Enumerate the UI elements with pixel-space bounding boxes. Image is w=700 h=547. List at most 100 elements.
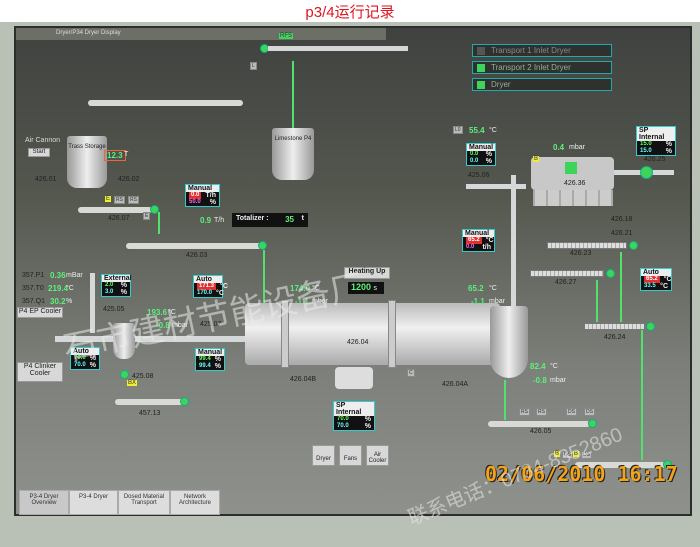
- b-tag: B: [533, 156, 540, 162]
- motor-icon[interactable]: [180, 397, 189, 406]
- c-tag: C: [407, 369, 415, 377]
- totalizer-label: Totalizer :: [236, 215, 269, 222]
- window-title-bar: Dryer/P34 Dryer Display: [16, 28, 386, 40]
- unit: °C: [663, 276, 672, 283]
- ds-tag: DS: [562, 451, 573, 459]
- ds-tag: DS: [566, 408, 577, 416]
- drum-tyre: [388, 300, 396, 368]
- unit: %: [120, 282, 127, 289]
- hood-pressure: -0.8: [533, 376, 547, 385]
- unit: %: [364, 423, 371, 430]
- feed-line: [620, 252, 622, 322]
- inlet-pressure: -1.1: [295, 297, 309, 306]
- unit: %: [89, 362, 96, 369]
- panel-title: Auto: [641, 269, 671, 276]
- value: 15.0: [640, 148, 652, 154]
- p4-ep-cooler-button[interactable]: P4 EP Cooler: [17, 307, 63, 318]
- unit: °C: [489, 127, 497, 134]
- unit: °C: [220, 283, 228, 290]
- unit: °C: [216, 290, 224, 297]
- totalizer-unit: t: [301, 215, 304, 222]
- rfs-badge: RFS: [279, 33, 293, 39]
- panel-title: SP Internal: [637, 127, 675, 141]
- exhaust-duct: [511, 175, 516, 307]
- panel-title: Manual: [463, 230, 494, 237]
- legend-label: Dryer: [491, 80, 511, 89]
- tag: 425.07: [200, 321, 222, 328]
- local-tag: L: [250, 62, 257, 70]
- feed-line: [641, 330, 643, 460]
- dryer-outlet-hood: [490, 306, 528, 378]
- feed-line: [158, 212, 160, 234]
- tab-dosed-material-transport[interactable]: Dosed Material Transport: [118, 490, 170, 515]
- dryer-button[interactable]: Dryer: [312, 445, 335, 466]
- value: 65.2: [644, 276, 660, 283]
- fans-button[interactable]: Fans: [339, 445, 362, 466]
- rs-tag: RS: [536, 408, 547, 416]
- motor-icon[interactable]: [588, 419, 597, 428]
- e-tag: E: [143, 212, 151, 220]
- tag: 357.Q1: [22, 298, 45, 305]
- legend-transport-1[interactable]: Transport 1 Inlet Dryer: [472, 44, 612, 57]
- tab-dryer[interactable]: P3-4 Dryer: [69, 490, 118, 515]
- motor-icon[interactable]: [120, 370, 129, 379]
- photo-timestamp: 02/06/2010 16:17: [485, 462, 678, 486]
- value: 0.0: [470, 151, 479, 157]
- p4-clinker-cooler-button[interactable]: P4 Clinker Cooler: [17, 362, 63, 382]
- tag: 357.T0: [22, 285, 44, 292]
- motor-icon[interactable]: [150, 205, 159, 214]
- outlet-temperature: 65.2: [468, 284, 484, 293]
- tab-network-architecture[interactable]: Network Architecture: [170, 490, 220, 515]
- panel-title: External: [102, 275, 132, 282]
- value: 99.4: [199, 363, 211, 369]
- exhaust-fan-icon[interactable]: [640, 166, 653, 179]
- tag: 426.24: [604, 334, 626, 341]
- value: 15.0: [640, 141, 652, 147]
- conveyor-label: 426.07: [108, 215, 130, 222]
- conveyor-lower-right: [575, 462, 665, 468]
- tab-dryer-overview[interactable]: P3-4 Dryer Overview: [19, 490, 69, 515]
- ds-tag: DS: [584, 408, 595, 416]
- conveyor-label: 457.13: [139, 410, 161, 417]
- value: 0.0: [470, 158, 479, 164]
- top-conveyor: [268, 46, 408, 51]
- motor-icon[interactable]: [629, 241, 638, 250]
- unit: mbar: [172, 322, 188, 329]
- feed-percent: 50.0: [189, 199, 201, 205]
- motor-icon[interactable]: [606, 269, 615, 278]
- legend-transport-2[interactable]: Transport 2 Inlet Dryer: [472, 61, 612, 74]
- e-tag: E: [105, 196, 112, 202]
- conveyor-label: 426.03: [186, 252, 208, 259]
- tag: 425.05: [103, 306, 125, 313]
- motor-icon[interactable]: [663, 460, 672, 469]
- legend-dryer[interactable]: Dryer: [472, 78, 612, 91]
- air-cooler-button[interactable]: Air Cooler: [366, 445, 389, 466]
- hood-temperature: 82.4: [530, 362, 546, 371]
- dryer-label: 426.04: [347, 339, 369, 346]
- pressure-value: 0.36: [50, 271, 66, 280]
- hot-gas-duct: [55, 336, 245, 342]
- trass-right-tag: 426.02: [118, 176, 140, 183]
- value: 70.0: [74, 355, 86, 361]
- totalizer-panel: Totalizer : 35 t: [232, 213, 308, 227]
- air-cannon-start-button[interactable]: Start: [28, 148, 50, 157]
- totalizer-value: 35: [285, 215, 294, 224]
- motor-icon[interactable]: [258, 241, 267, 250]
- limestone-silo: Limestone P4: [272, 128, 314, 180]
- trass-storage-silo: Trass Storage: [67, 136, 107, 188]
- motor-icon[interactable]: [646, 322, 655, 331]
- unit: °C: [489, 285, 497, 292]
- value: 3.0: [105, 289, 114, 295]
- unit: %: [89, 355, 96, 362]
- feed-value: 0.0: [189, 192, 202, 199]
